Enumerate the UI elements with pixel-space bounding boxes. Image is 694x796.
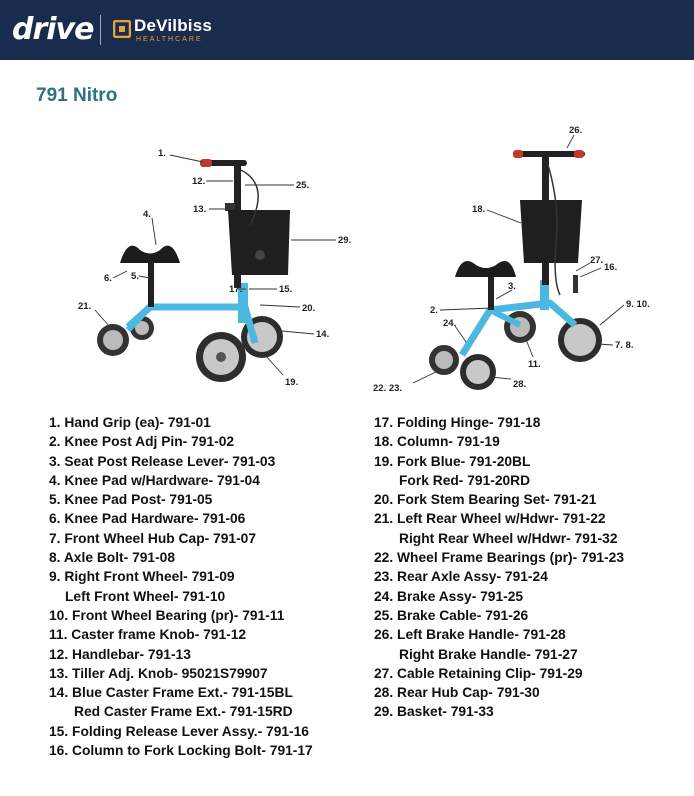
callout-5: 5. <box>131 271 139 282</box>
part-item: 9. Right Front Wheel- 791-09 <box>49 569 235 585</box>
callout-29: 29. <box>338 235 351 246</box>
part-item-sub: Right Rear Wheel w/Hdwr- 791-32 <box>399 530 618 546</box>
handlebar <box>515 151 585 157</box>
logo-divider <box>100 15 101 45</box>
part-item: 22. Wheel Frame Bearings (pr)- 791-23 <box>374 550 624 566</box>
devilbiss-logo-icon <box>113 20 131 38</box>
part-item: 8. Axle Bolt- 791-08 <box>49 550 176 566</box>
handlebar <box>205 160 247 166</box>
brand-header: drive DeVilbiss HEALTHCARE <box>0 0 694 60</box>
part-item: 27. Cable Retaining Clip- 791-29 <box>374 665 583 681</box>
part-item: 17. Folding Hinge- 791-18 <box>374 415 541 430</box>
callout-14: 14. <box>316 329 329 340</box>
callout-21: 21. <box>78 301 91 312</box>
callout-16: 16. <box>604 262 617 273</box>
callout-22-23: 22. 23. <box>373 383 402 394</box>
part-item: 12. Handlebar- 791-13 <box>49 646 191 662</box>
callout-6: 6. <box>104 273 112 284</box>
callout-17: 17. <box>229 284 242 295</box>
callout-24: 24. <box>443 318 456 329</box>
part-item: 18. Column- 791-19 <box>374 434 500 450</box>
callout-18: 18. <box>472 204 485 215</box>
parts-list-right: 17. Folding Hinge- 791-18 18. Column- 79… <box>374 413 624 722</box>
callout-7-8: 7. 8. <box>615 340 634 351</box>
part-item: 19. Fork Blue- 791-20BL <box>374 453 531 469</box>
callout-25: 25. <box>296 180 309 191</box>
callout-1: 1. <box>158 148 166 159</box>
callout-4: 4. <box>143 209 151 220</box>
front-view-scooter: 1. 12. 25. 4. 13. 29. 6. 5. 17. 15. 21. … <box>78 148 351 388</box>
devilbiss-wordmark: DeVilbiss <box>134 16 213 35</box>
part-item: 14. Blue Caster Frame Ext.- 791-15BL <box>49 685 293 701</box>
part-item: 23. Rear Axle Assy- 791-24 <box>374 569 548 585</box>
part-item: 6. Knee Pad Hardware- 791-06 <box>49 511 246 527</box>
basket <box>520 200 582 263</box>
knee-pad <box>455 261 516 277</box>
scooter-parts-diagram: 1. 12. 25. 4. 13. 29. 6. 5. 17. 15. 21. … <box>78 125 650 394</box>
callout-15: 15. <box>279 284 292 295</box>
callout-9-10: 9. 10. <box>626 299 650 310</box>
part-item: 4. Knee Pad w/Hardware- 791-04 <box>49 472 260 488</box>
part-item-sub: Left Front Wheel- 791-10 <box>65 588 226 604</box>
part-item-sub: Red Caster Frame Ext.- 791-15RD <box>74 704 293 720</box>
callout-28: 28. <box>513 379 526 390</box>
part-item: 1. Hand Grip (ea)- 791-01 <box>49 415 211 430</box>
callout-20: 20. <box>302 303 315 314</box>
part-item: 15. Folding Release Lever Assy.- 791-16 <box>49 723 309 739</box>
hand-grip <box>200 159 212 167</box>
basket <box>228 210 290 275</box>
callout-2: 2. <box>430 305 438 316</box>
part-item: 16. Column to Fork Locking Bolt- 791-17 <box>49 743 313 759</box>
part-item: 29. Basket- 791-33 <box>374 704 494 720</box>
part-item: 28. Rear Hub Cap- 791-30 <box>374 685 540 701</box>
part-item: 7. Front Wheel Hub Cap- 791-07 <box>49 530 257 546</box>
devilbiss-subtitle: HEALTHCARE <box>136 36 203 43</box>
part-item: 24. Brake Assy- 791-25 <box>374 588 524 604</box>
part-item: 3. Seat Post Release Lever- 791-03 <box>49 453 276 469</box>
part-item: 25. Brake Cable- 791-26 <box>374 607 529 623</box>
callout-3: 3. <box>508 281 516 292</box>
part-item: 13. Tiller Adj. Knob- 95021S79907 <box>49 665 268 681</box>
part-item: 5. Knee Pad Post- 791-05 <box>49 492 213 508</box>
callout-27: 27. <box>590 255 603 266</box>
callout-26: 26. <box>569 125 582 136</box>
part-item: 2. Knee Post Adj Pin- 791-02 <box>49 434 235 450</box>
callout-13: 13. <box>193 204 206 215</box>
rear-view-scooter: 26. 18. 27. 16. 3. 2. 9. 10. 24. 7. 8. 1… <box>373 125 650 394</box>
frame <box>459 299 578 357</box>
callout-11: 11. <box>528 359 541 370</box>
parts-list-left: 1. Hand Grip (ea)- 791-01 2. Knee Post A… <box>49 413 313 760</box>
part-item: 10. Front Wheel Bearing (pr)- 791-11 <box>49 607 285 623</box>
part-item-sub: Right Brake Handle- 791-27 <box>399 646 578 662</box>
part-item: 20. Fork Stem Bearing Set- 791-21 <box>374 492 597 508</box>
part-item-sub: Fork Red- 791-20RD <box>399 472 531 488</box>
knee-pad <box>120 245 180 263</box>
knee-pad-post <box>148 257 154 307</box>
part-item: 11. Caster frame Knob- 791-12 <box>49 627 247 643</box>
callout-19: 19. <box>285 377 298 388</box>
callout-12: 12. <box>192 176 205 187</box>
page-title: 791 Nitro <box>36 85 118 106</box>
drive-logo: drive <box>12 12 94 47</box>
part-item: 26. Left Brake Handle- 791-28 <box>374 627 566 643</box>
part-item: 21. Left Rear Wheel w/Hdwr- 791-22 <box>374 511 606 527</box>
